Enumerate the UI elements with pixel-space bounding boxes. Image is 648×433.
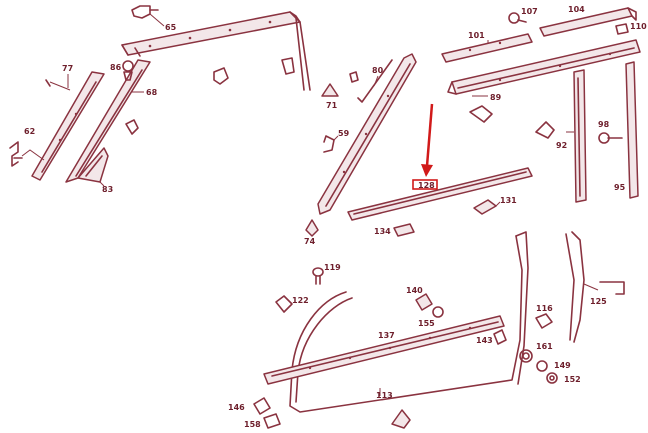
rail-part-104[interactable] — [539, 7, 637, 37]
clip-part[interactable] — [125, 119, 139, 135]
ring-part[interactable] — [519, 349, 533, 363]
clip-part[interactable] — [349, 71, 359, 83]
callout-62: 62 — [24, 127, 35, 136]
callout-104: 104 — [568, 5, 585, 14]
callout-122: 122 — [292, 296, 309, 305]
clip-part[interactable] — [535, 121, 555, 139]
callout-71: 71 — [326, 101, 338, 110]
rail-part-89[interactable] — [447, 39, 641, 95]
nut-part[interactable] — [536, 360, 548, 372]
callout-161: 161 — [536, 342, 553, 351]
highlight-arrow — [421, 103, 434, 177]
callout-74: 74 — [304, 237, 316, 246]
sill-molding-part[interactable] — [263, 315, 505, 385]
rear-seal-part[interactable] — [565, 231, 625, 343]
push-pin-part[interactable] — [312, 267, 324, 285]
callout-59: 59 — [338, 129, 350, 138]
pin-part[interactable] — [45, 79, 51, 87]
side-strip-part[interactable] — [625, 61, 639, 199]
rear-pillar-part[interactable] — [573, 69, 587, 203]
washer-part[interactable] — [546, 372, 558, 384]
clip-part[interactable] — [535, 313, 553, 329]
callout-116: 116 — [536, 304, 553, 313]
clip-part[interactable] — [415, 293, 433, 311]
callout-149: 149 — [554, 361, 571, 370]
clip-part[interactable] — [323, 135, 335, 153]
callout-140: 140 — [406, 286, 423, 295]
pillar-molding-part[interactable] — [65, 59, 151, 183]
screw-part[interactable] — [122, 60, 134, 81]
callout-68: 68 — [146, 88, 158, 97]
callout-107: 107 — [521, 7, 538, 16]
callout-158: 158 — [244, 420, 261, 429]
clip-part[interactable] — [263, 413, 281, 429]
callout-152: 152 — [564, 375, 581, 384]
callout-131: 131 — [500, 196, 517, 205]
callout-143: 143 — [476, 336, 493, 345]
callout-65: 65 — [165, 23, 177, 32]
callout-95: 95 — [614, 183, 626, 192]
wedge-part[interactable] — [391, 409, 411, 429]
callout-83: 83 — [102, 185, 113, 194]
end-cap-part[interactable] — [305, 219, 319, 237]
callout-155: 155 — [418, 319, 435, 328]
clip-part[interactable] — [473, 199, 497, 215]
roof-rail-part[interactable] — [121, 11, 311, 91]
grommet-part[interactable] — [432, 306, 444, 318]
clip-part[interactable] — [469, 105, 493, 123]
seal-part[interactable] — [357, 59, 393, 103]
clip-part[interactable] — [281, 57, 295, 75]
bracket-part[interactable] — [9, 141, 23, 167]
callout-119: 119 — [324, 263, 341, 272]
clip-part[interactable] — [493, 329, 507, 345]
callout-128: 128 — [418, 181, 435, 190]
wedge-part[interactable] — [321, 83, 339, 97]
callout-110: 110 — [630, 22, 647, 31]
clip-part[interactable] — [275, 295, 293, 313]
screw-part[interactable] — [598, 132, 623, 144]
callout-146: 146 — [228, 403, 245, 412]
callout-92: 92 — [556, 141, 567, 150]
clip-part[interactable] — [615, 23, 629, 35]
clip-part[interactable] — [393, 223, 415, 237]
callout-101: 101 — [468, 31, 485, 40]
trim-strip-part[interactable] — [31, 71, 105, 181]
highlight-box — [412, 179, 438, 190]
rail-part-101[interactable] — [441, 33, 533, 63]
callout-89: 89 — [490, 93, 502, 102]
callout-98: 98 — [598, 120, 610, 129]
callout-134: 134 — [374, 227, 391, 236]
callout-137: 137 — [378, 331, 395, 340]
screw-part[interactable] — [508, 12, 527, 24]
callout-113: 113 — [376, 391, 393, 400]
corner-piece-part[interactable] — [77, 147, 109, 183]
front-pillar-molding-part[interactable] — [317, 53, 417, 215]
callout-77: 77 — [62, 64, 73, 73]
clip-part[interactable] — [213, 67, 229, 85]
belt-molding-part-128[interactable] — [347, 167, 533, 221]
clip-part[interactable] — [131, 5, 159, 19]
callout-86: 86 — [110, 63, 122, 72]
clip-part[interactable] — [253, 397, 271, 415]
callout-125: 125 — [590, 297, 607, 306]
callout-80: 80 — [372, 66, 384, 75]
